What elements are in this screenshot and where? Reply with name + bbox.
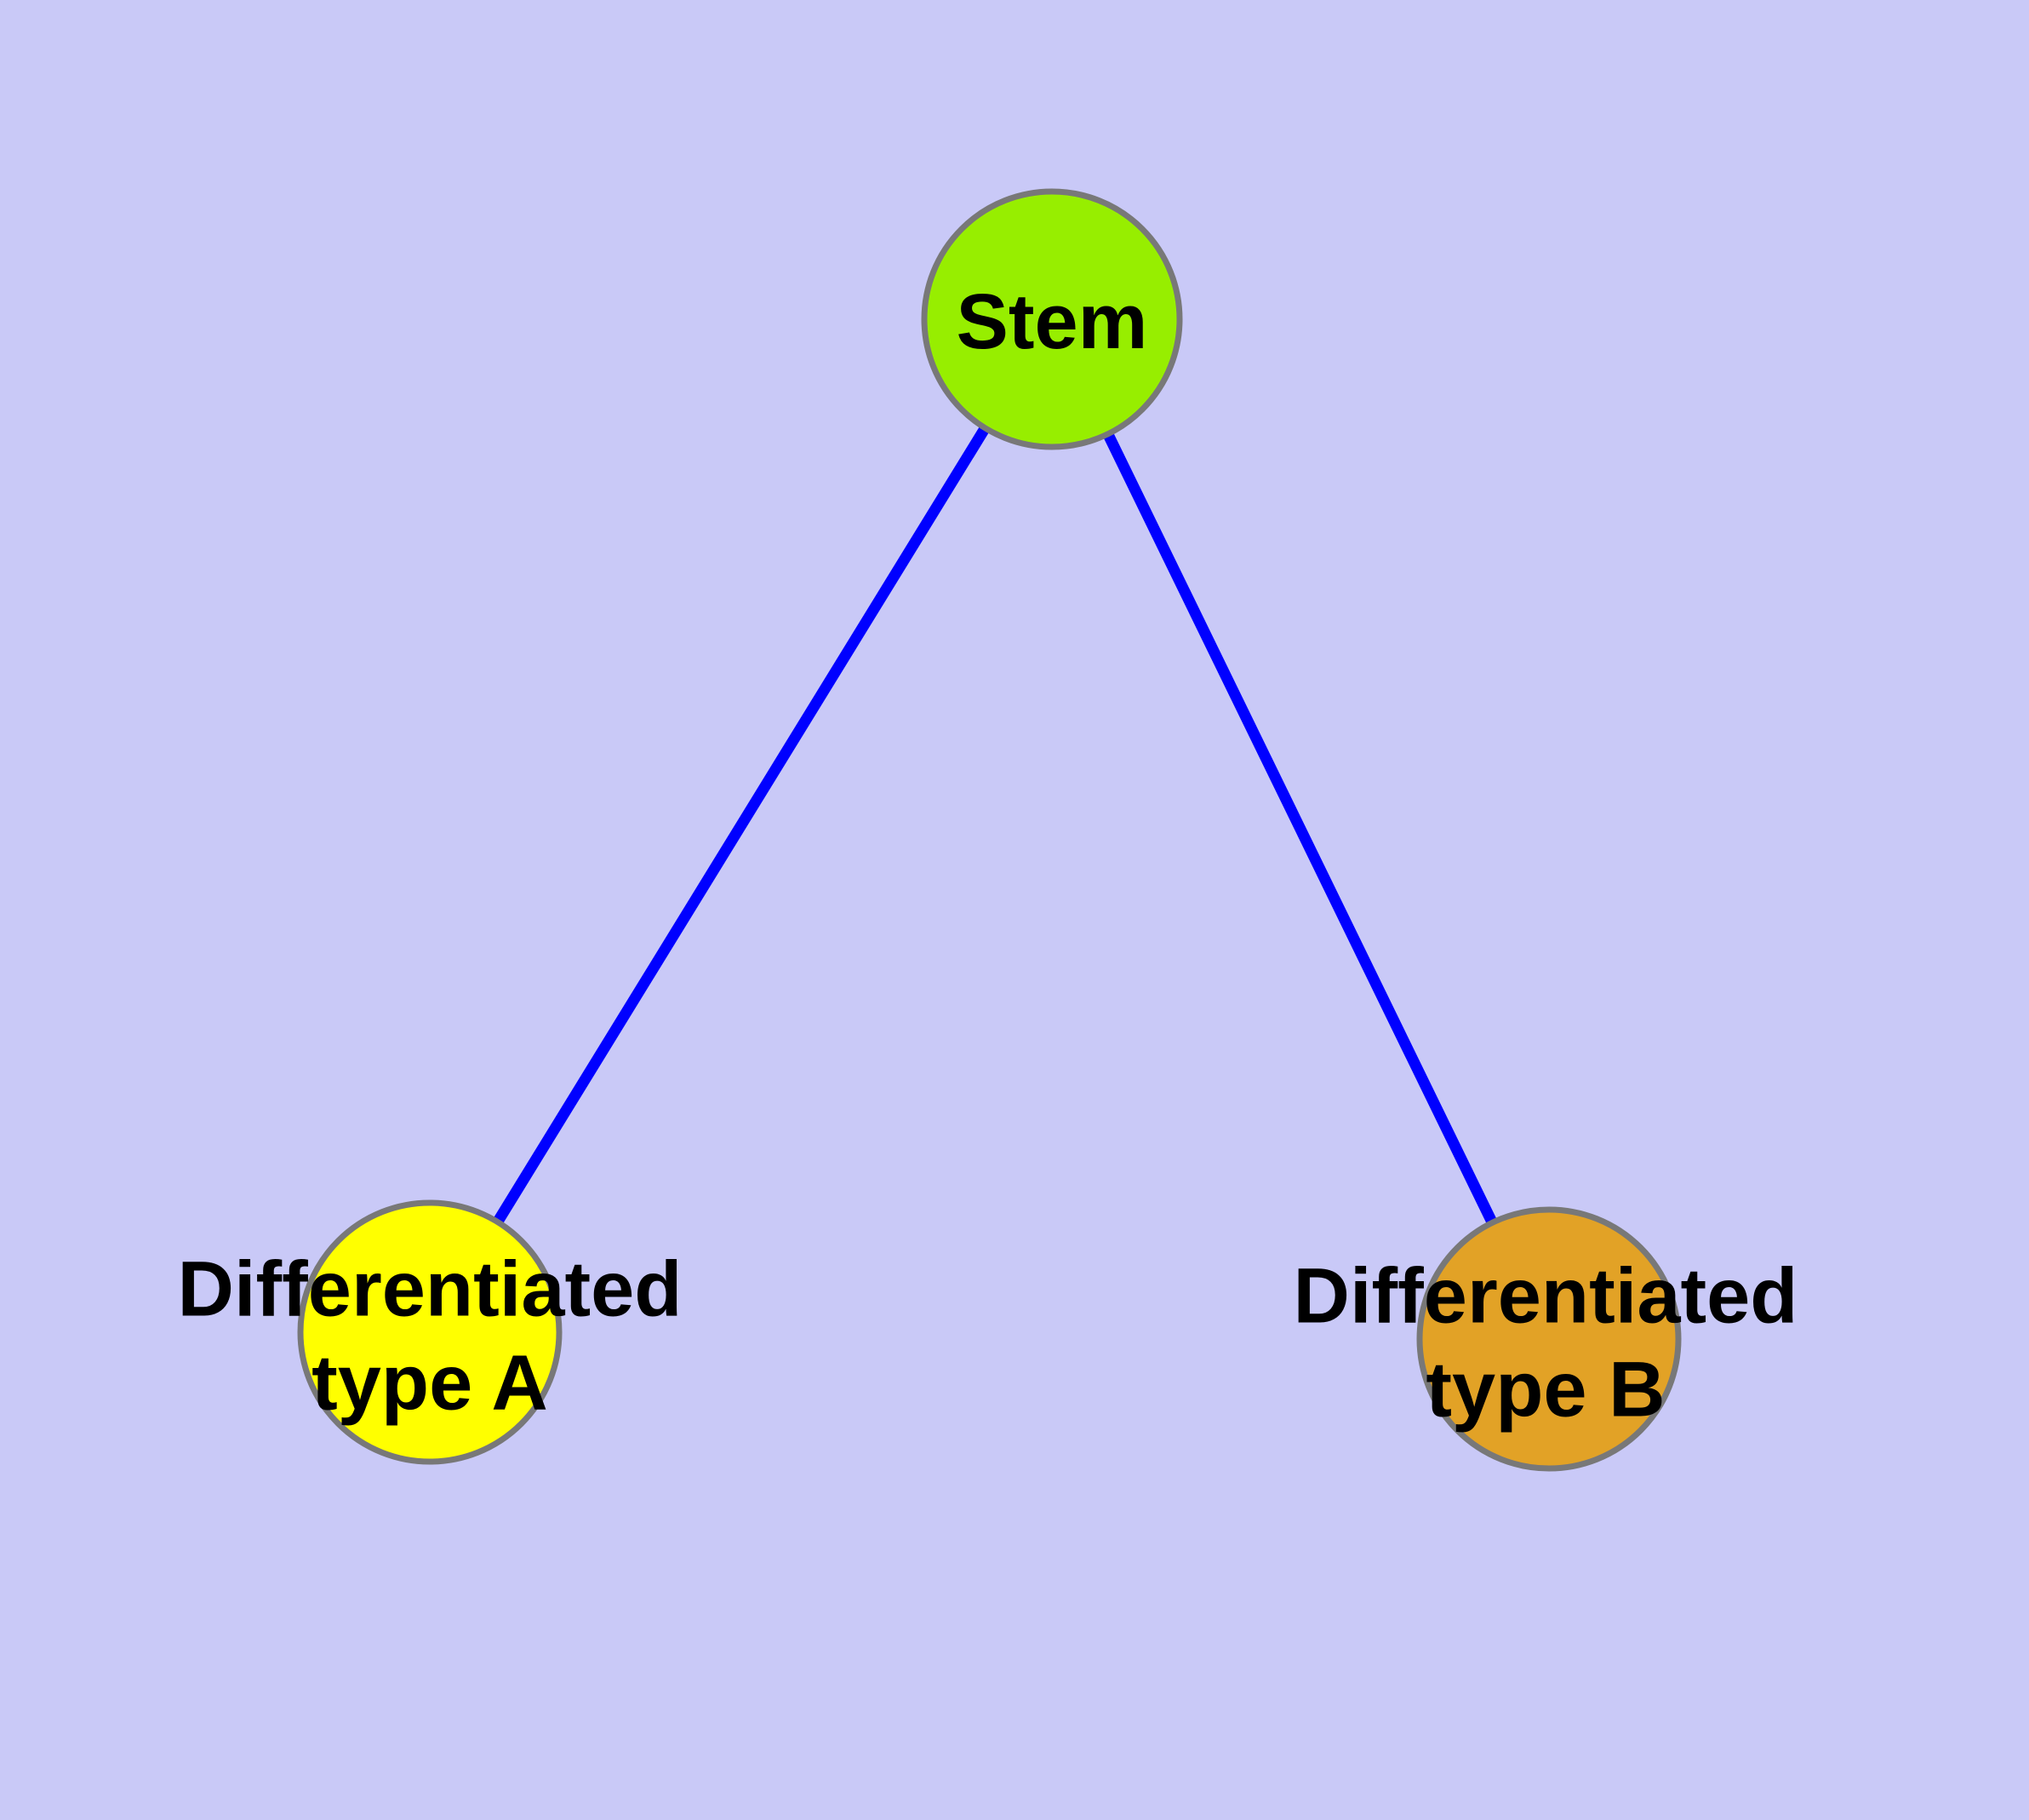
edge-stem-to-type-b [1047,317,1554,1342]
differentiated-type-a-node [297,1199,563,1465]
stem-node [921,188,1183,450]
differentiated-type-b-node [1416,1206,1682,1472]
edge-stem-to-type-a [425,316,1057,1336]
